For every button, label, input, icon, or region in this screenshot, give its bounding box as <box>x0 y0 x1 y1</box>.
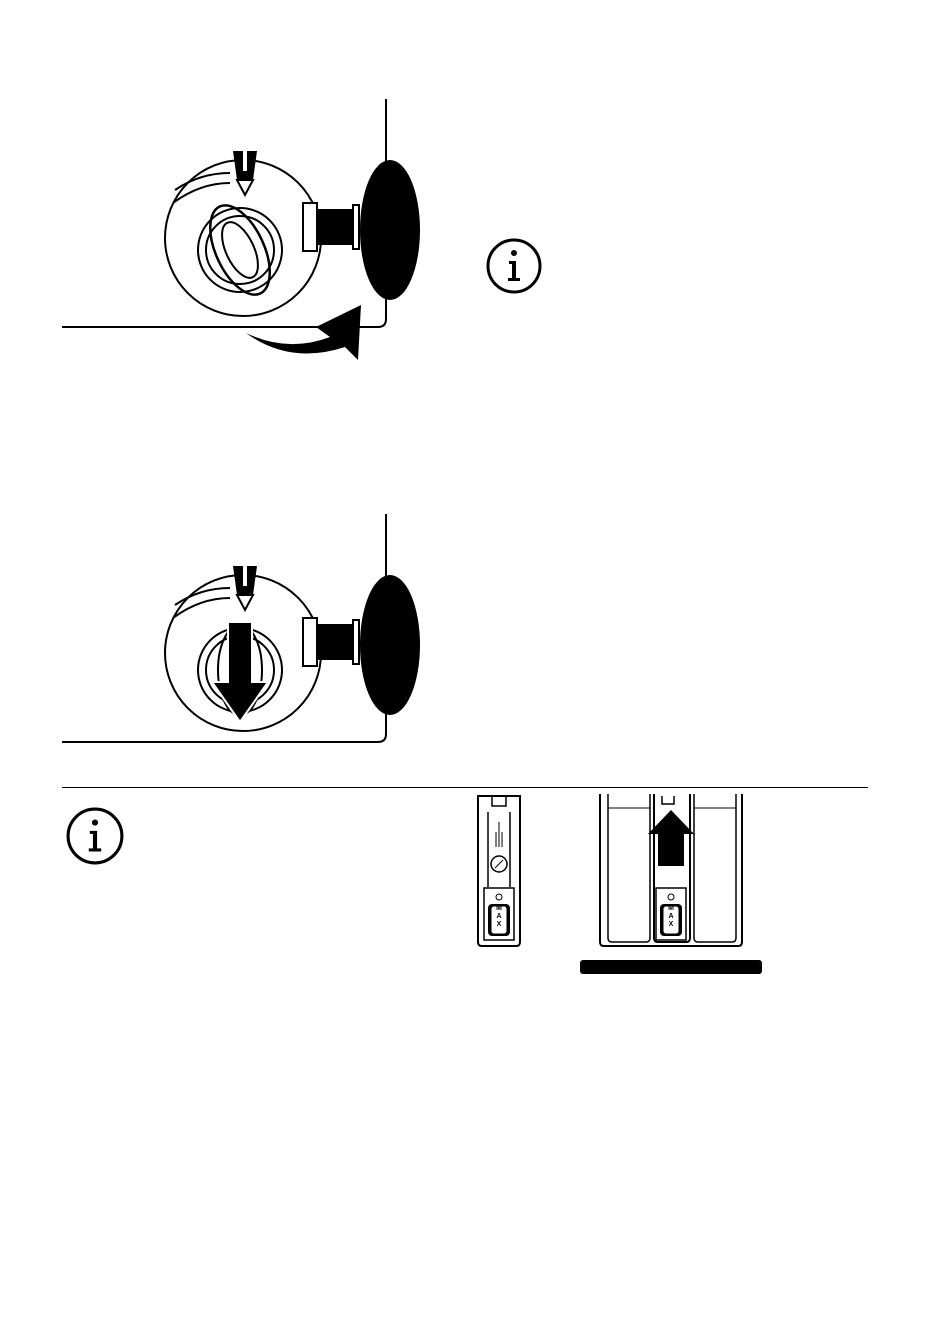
detergent-flap-illustration: MAX <box>470 792 530 952</box>
info-icon <box>65 806 125 866</box>
drain-pump-cap-rotate-illustration <box>60 95 430 370</box>
detergent-drawer-flap-insert-illustration: MAX <box>578 792 764 978</box>
section-divider <box>62 787 868 788</box>
max-label: MAX <box>667 905 675 929</box>
info-icon <box>485 237 543 295</box>
max-label: MAX <box>495 905 503 929</box>
drain-pump-cap-pull-illustration <box>60 510 430 750</box>
